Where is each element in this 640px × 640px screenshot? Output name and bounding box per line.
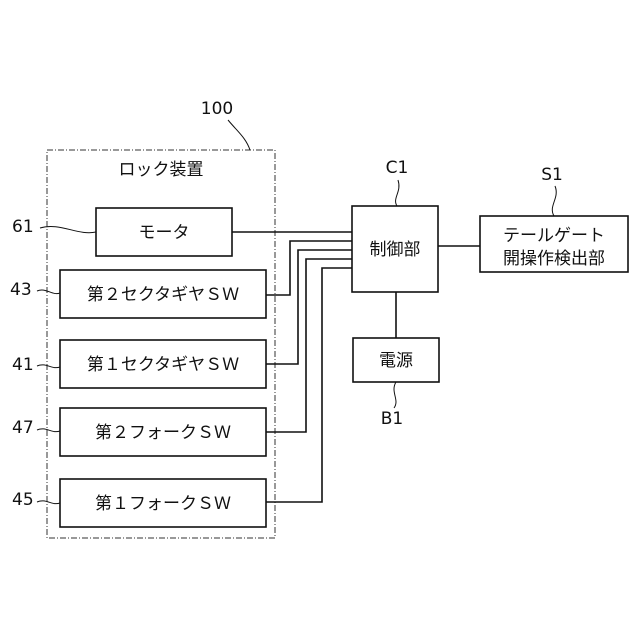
- wire-sector1-controller: [266, 250, 352, 364]
- power-ref: B1: [381, 409, 403, 429]
- wire-fork1-controller: [266, 268, 352, 502]
- fork2-sw-ref: 47: [12, 418, 34, 438]
- tailgate-detector-label-line2: 開操作検出部: [503, 249, 605, 269]
- motor-ref: 61: [12, 217, 34, 237]
- fork2-sw-ref-leader: [37, 429, 60, 432]
- fork1-sw-ref: 45: [12, 490, 34, 510]
- controller-ref-leader: [396, 180, 399, 206]
- power-ref-leader: [394, 382, 396, 408]
- lock-device-ref-leader: [228, 120, 250, 150]
- controller-ref: C1: [386, 158, 409, 178]
- controller-label: 制御部: [370, 240, 421, 260]
- motor-label: モータ: [139, 223, 190, 243]
- sector2-sw-ref-leader: [37, 290, 60, 294]
- fork2-sw-label: 第２フォークＳＷ: [95, 423, 231, 443]
- sector1-sw-label: 第１セクタギヤＳＷ: [87, 355, 239, 375]
- lock-device-label: ロック装置: [119, 160, 204, 180]
- fork1-sw-ref-leader: [37, 501, 60, 504]
- sector1-sw-ref-leader: [37, 365, 60, 368]
- sector2-sw-ref: 43: [10, 280, 32, 300]
- motor-ref-leader: [40, 226, 96, 232]
- fork1-sw-label: 第１フォークＳＷ: [95, 494, 231, 514]
- wire-fork2-controller: [266, 259, 352, 432]
- tailgate-detector-ref-leader: [552, 186, 556, 216]
- sector2-sw-label: 第２セクタギヤＳＷ: [87, 285, 239, 305]
- tailgate-detector-ref: S1: [541, 165, 563, 185]
- sector1-sw-ref: 41: [12, 355, 34, 375]
- power-label: 電源: [379, 351, 413, 371]
- tailgate-detector-label-line1: テールゲート: [503, 226, 605, 246]
- lock-device-ref: 100: [201, 99, 233, 119]
